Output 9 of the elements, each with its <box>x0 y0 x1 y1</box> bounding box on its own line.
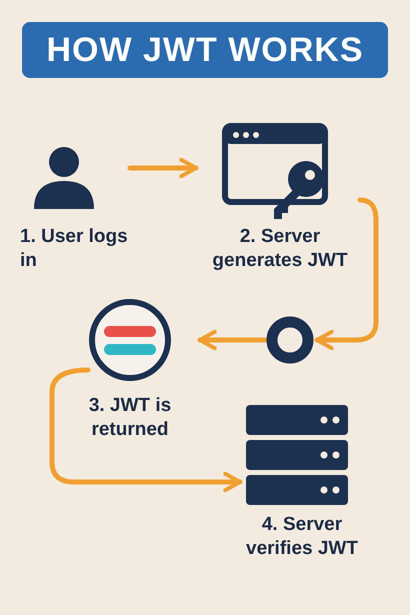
step-label: 2. Server generates JWT <box>211 225 349 273</box>
title-banner: HOW JWT WORKS <box>22 22 388 78</box>
arrow <box>198 330 268 350</box>
step-label: 1. User logs in <box>20 225 129 273</box>
arrow <box>128 158 198 178</box>
arrow <box>50 368 242 492</box>
ring-icon <box>265 315 315 365</box>
step-label: 3. JWT is returned <box>88 394 172 442</box>
step-label: 4. Server verifies JWT <box>245 513 359 561</box>
